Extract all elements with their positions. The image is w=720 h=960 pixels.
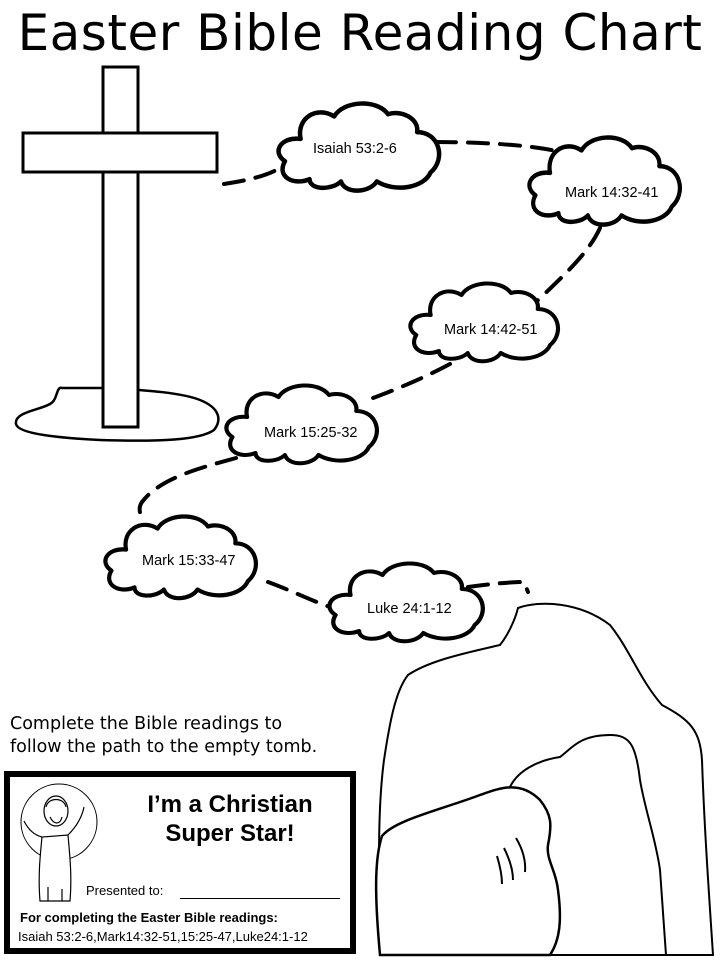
reading-label: Luke 24:1-12 — [367, 601, 452, 617]
cross-vertical-beam — [101, 65, 140, 429]
instructions: Complete the Bible readings to follow th… — [10, 713, 380, 759]
path-segment-7 — [466, 579, 530, 594]
path-segment-5 — [137, 456, 238, 517]
path-segment-6 — [266, 580, 332, 609]
path-segment-2 — [434, 140, 558, 153]
cross-horizontal-beam — [21, 131, 219, 174]
page-title: Easter Bible Reading Chart — [17, 4, 703, 62]
presented-to-name-field[interactable] — [180, 898, 340, 899]
certificate-headline-line-2: Super Star! — [165, 820, 295, 847]
reading-label: Mark 14:42-51 — [444, 322, 538, 338]
reading-label: Isaiah 53:2-6 — [313, 141, 397, 157]
reading-label: Mark 15:33-47 — [142, 553, 236, 569]
certificate-headline: I’m a Christian Super Star! — [110, 790, 350, 848]
empty-tomb-icon — [374, 602, 715, 957]
cross-icon — [14, 65, 220, 442]
reading-label: Mark 15:25-32 — [264, 425, 358, 441]
reading-path — [137, 140, 602, 609]
for-completing-text: For completing the Easter Bible readings… — [20, 910, 278, 925]
reading-references: Isaiah 53:2-6,Mark14:32-51,15:25-47,Luke… — [18, 929, 308, 944]
certificate-headline-line-1: I’m a Christian — [147, 791, 313, 818]
tomb-stone — [374, 786, 562, 957]
reading-label: Mark 14:32-41 — [565, 185, 659, 201]
instructions-line-1: Complete the Bible readings to — [10, 714, 283, 734]
path-segment-1 — [222, 164, 285, 186]
jesus-figure-icon — [20, 783, 98, 902]
presented-to-label: Presented to: — [86, 883, 164, 898]
instructions-line-2: follow the path to the empty tomb. — [10, 737, 318, 757]
path-segment-4 — [360, 362, 452, 404]
certificate: I’m a Christian Super Star! Presented to… — [4, 771, 356, 954]
path-segment-3 — [534, 226, 602, 304]
